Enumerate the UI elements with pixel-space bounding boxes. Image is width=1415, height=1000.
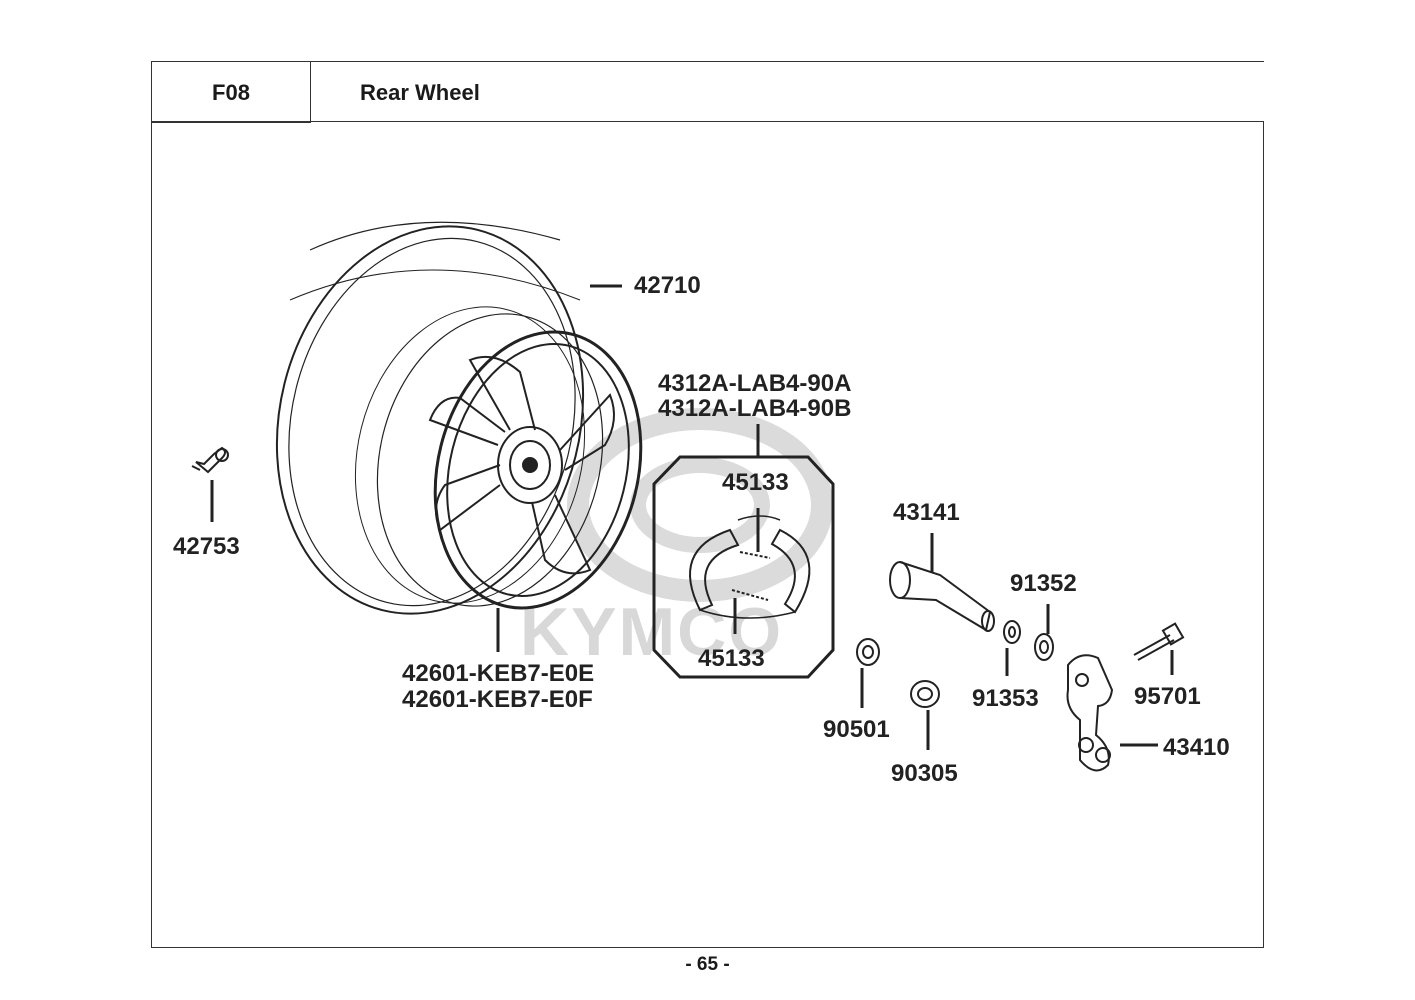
label-43141: 43141 xyxy=(893,499,960,526)
page-title: Rear Wheel xyxy=(360,80,480,105)
title-cell xyxy=(310,61,1264,123)
label-4312a-lab4-90a: 4312A-LAB4-90A xyxy=(658,370,851,397)
section-code: F08 xyxy=(212,80,250,105)
kymco-watermark: KYMCO xyxy=(520,408,833,670)
label-42601-keb7-e0f: 42601-KEB7-E0F xyxy=(402,686,593,713)
label-95701: 95701 xyxy=(1134,683,1201,710)
label-90305: 90305 xyxy=(891,760,958,787)
rim-inner xyxy=(446,342,630,598)
label-42710: 42710 xyxy=(634,272,701,299)
label-4312a-lab4-90b: 4312A-LAB4-90B xyxy=(658,395,851,422)
rear-wheel-drawing xyxy=(275,221,643,615)
brake-shoe-group xyxy=(652,455,835,679)
tire xyxy=(275,225,585,615)
label-45133-upper: 45133 xyxy=(722,469,789,496)
label-42753: 42753 xyxy=(173,533,240,560)
page-number: - 65 - xyxy=(685,954,730,975)
axle-drawing xyxy=(889,561,995,632)
label-91353: 91353 xyxy=(972,685,1039,712)
label-45133-lower: 45133 xyxy=(698,645,765,672)
label-90501: 90501 xyxy=(823,716,890,743)
code-cell xyxy=(151,61,311,123)
valve-drawing xyxy=(191,446,229,474)
leader-lines xyxy=(210,284,1174,750)
label-91352: 91352 xyxy=(1010,570,1077,597)
watermark-text: KYMCO xyxy=(520,594,783,670)
diagram-frame xyxy=(151,121,1264,948)
bolt-drawing xyxy=(1133,622,1185,661)
label-43410: 43410 xyxy=(1163,734,1230,761)
bracket-drawing xyxy=(1066,654,1114,772)
rim-outer xyxy=(433,330,643,610)
small-parts-drawing xyxy=(856,620,1054,708)
label-42601-keb7-e0e: 42601-KEB7-E0E xyxy=(402,660,594,687)
